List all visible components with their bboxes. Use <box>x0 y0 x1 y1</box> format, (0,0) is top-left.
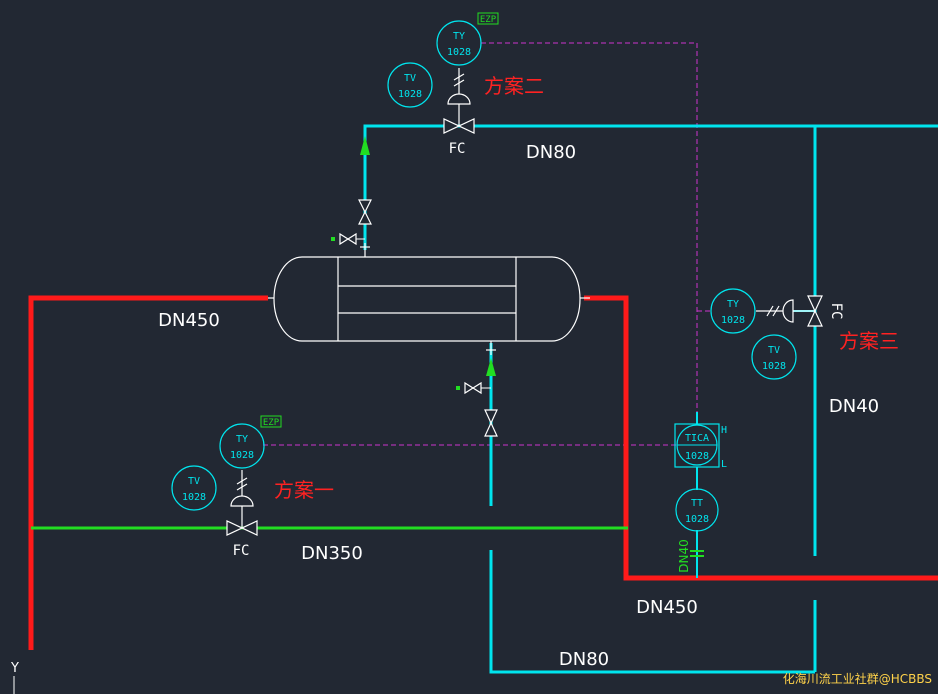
instrument-tv-right[interactable]: TV 1028 <box>751 334 797 380</box>
drain-valve-top[interactable] <box>339 232 357 246</box>
signal-lines <box>263 42 712 446</box>
instrument-tt-circle <box>675 488 719 532</box>
instrument-ty-right-tag: TY <box>727 299 739 310</box>
hand-valve-top[interactable] <box>358 199 372 225</box>
ezp-tag-left-box <box>260 415 282 428</box>
instrument-tv-left-circle <box>171 465 217 511</box>
instrument-ty-top[interactable]: TY 1028 <box>436 20 482 66</box>
scheme-label-one: 方案一 <box>274 478 334 502</box>
pipe-label-dn80-top: DN80 <box>526 142 576 163</box>
pipe-label-dn350: DN350 <box>301 543 363 564</box>
valve-label-fc-right: FC <box>828 303 844 320</box>
instrument-ty-right-circle <box>710 288 756 334</box>
instrument-ty-left-circle <box>219 423 265 469</box>
instrument-tv-top-circle <box>387 62 433 108</box>
dn40-reducer <box>690 550 704 557</box>
instrument-ty-top-circle <box>436 20 482 66</box>
scheme-label-two: 方案二 <box>484 74 544 98</box>
control-valve-bottom-tick-2 <box>236 483 248 491</box>
instrument-ty-top-tag: TY <box>453 31 465 42</box>
instrument-ty-left-num: 1028 <box>230 450 254 461</box>
ucs-axis-marker: Y <box>10 661 19 694</box>
control-valve-top[interactable] <box>443 68 475 134</box>
drain-cap-top <box>331 237 335 241</box>
ezp-tag-top: EZP <box>477 12 499 25</box>
instrument-ty-left[interactable]: TY 1028 <box>219 423 265 469</box>
flow-arrow-top <box>360 136 370 155</box>
instrument-ty-top-num: 1028 <box>447 47 471 58</box>
control-valve-bottom-tick-1 <box>236 477 248 485</box>
control-valve-top-tick-1 <box>453 73 465 81</box>
pipe-label-dn450-left: DN450 <box>158 310 220 331</box>
pipe-dn450-right <box>584 295 938 581</box>
ezp-tag-left: EZP <box>260 415 282 428</box>
pipe-label-dn40-vertical: DN40 <box>677 539 691 573</box>
instrument-tv-right-num: 1028 <box>762 361 786 372</box>
ezp-tag-top-box <box>477 12 499 25</box>
control-valve-top-tick-2 <box>453 79 465 87</box>
instrument-ty-right[interactable]: TY 1028 <box>710 288 756 334</box>
flow-arrow-bottom <box>486 358 496 376</box>
pipe-label-dn450-bottom: DN450 <box>636 597 698 618</box>
pipe-label-dn80-bottom: DN80 <box>559 649 609 670</box>
heat-exchanger-shell <box>273 256 581 342</box>
control-valve-bottom-actuator <box>230 495 254 507</box>
instrument-ty-right-num: 1028 <box>721 315 745 326</box>
instrument-tt-num: 1028 <box>685 514 709 525</box>
instrument-tv-left-num: 1028 <box>182 492 206 503</box>
signal-line-top <box>481 42 698 422</box>
instrument-tv-left[interactable]: TV 1028 <box>171 465 217 511</box>
control-valve-right-tick-2 <box>772 305 780 317</box>
instrument-tica[interactable]: TICA 1028 H L <box>674 423 727 470</box>
instrument-tica-tag: TICA <box>685 433 709 444</box>
instrument-tv-top-tag: TV <box>404 73 416 84</box>
pipe-label-dn40-right: DN40 <box>829 396 879 417</box>
drain-valve-bottom[interactable] <box>464 381 482 395</box>
instrument-tica-high: H <box>721 425 727 436</box>
valve-label-fc-bottom: FC <box>233 543 250 559</box>
ezp-tag-top-text: EZP <box>480 15 497 25</box>
ezp-tag-left-text: EZP <box>263 418 280 428</box>
control-valve-bottom[interactable] <box>226 470 258 536</box>
hand-valve-bottom[interactable] <box>484 409 498 437</box>
pipe-dn80-bottom <box>489 550 815 674</box>
heat-exchanger[interactable] <box>268 243 590 355</box>
valve-label-fc-top: FC <box>449 141 466 157</box>
instrument-tica-box <box>674 423 720 468</box>
instrument-tt-tag: TT <box>691 498 703 509</box>
control-valve-right-tick-1 <box>766 305 774 317</box>
pipe-dn450-left <box>28 295 268 650</box>
ucs-axis-y-label: Y <box>10 661 19 676</box>
instrument-tv-top[interactable]: TV 1028 <box>387 62 433 108</box>
hot-pipes <box>28 295 938 650</box>
scheme-label-three: 方案三 <box>839 329 899 353</box>
drain-lines <box>356 238 491 389</box>
watermark: 化海川流工业社群@HCBBS <box>783 671 932 686</box>
control-valve-top-actuator <box>447 93 471 105</box>
drain-cap-bottom <box>456 386 460 390</box>
instrument-tv-left-tag: TV <box>188 476 200 487</box>
instrument-tv-right-tag: TV <box>768 345 780 356</box>
instrument-tt[interactable]: TT 1028 <box>675 488 719 532</box>
hand-valves <box>339 199 498 437</box>
instrument-tica-low: L <box>721 459 727 470</box>
instrument-tica-num: 1028 <box>685 451 709 462</box>
instrument-tv-right-circle <box>751 334 797 380</box>
control-valve-right[interactable] <box>756 295 823 327</box>
instrument-tv-top-num: 1028 <box>398 89 422 100</box>
control-valve-right-actuator <box>782 299 794 323</box>
instrument-ty-left-tag: TY <box>236 434 248 445</box>
